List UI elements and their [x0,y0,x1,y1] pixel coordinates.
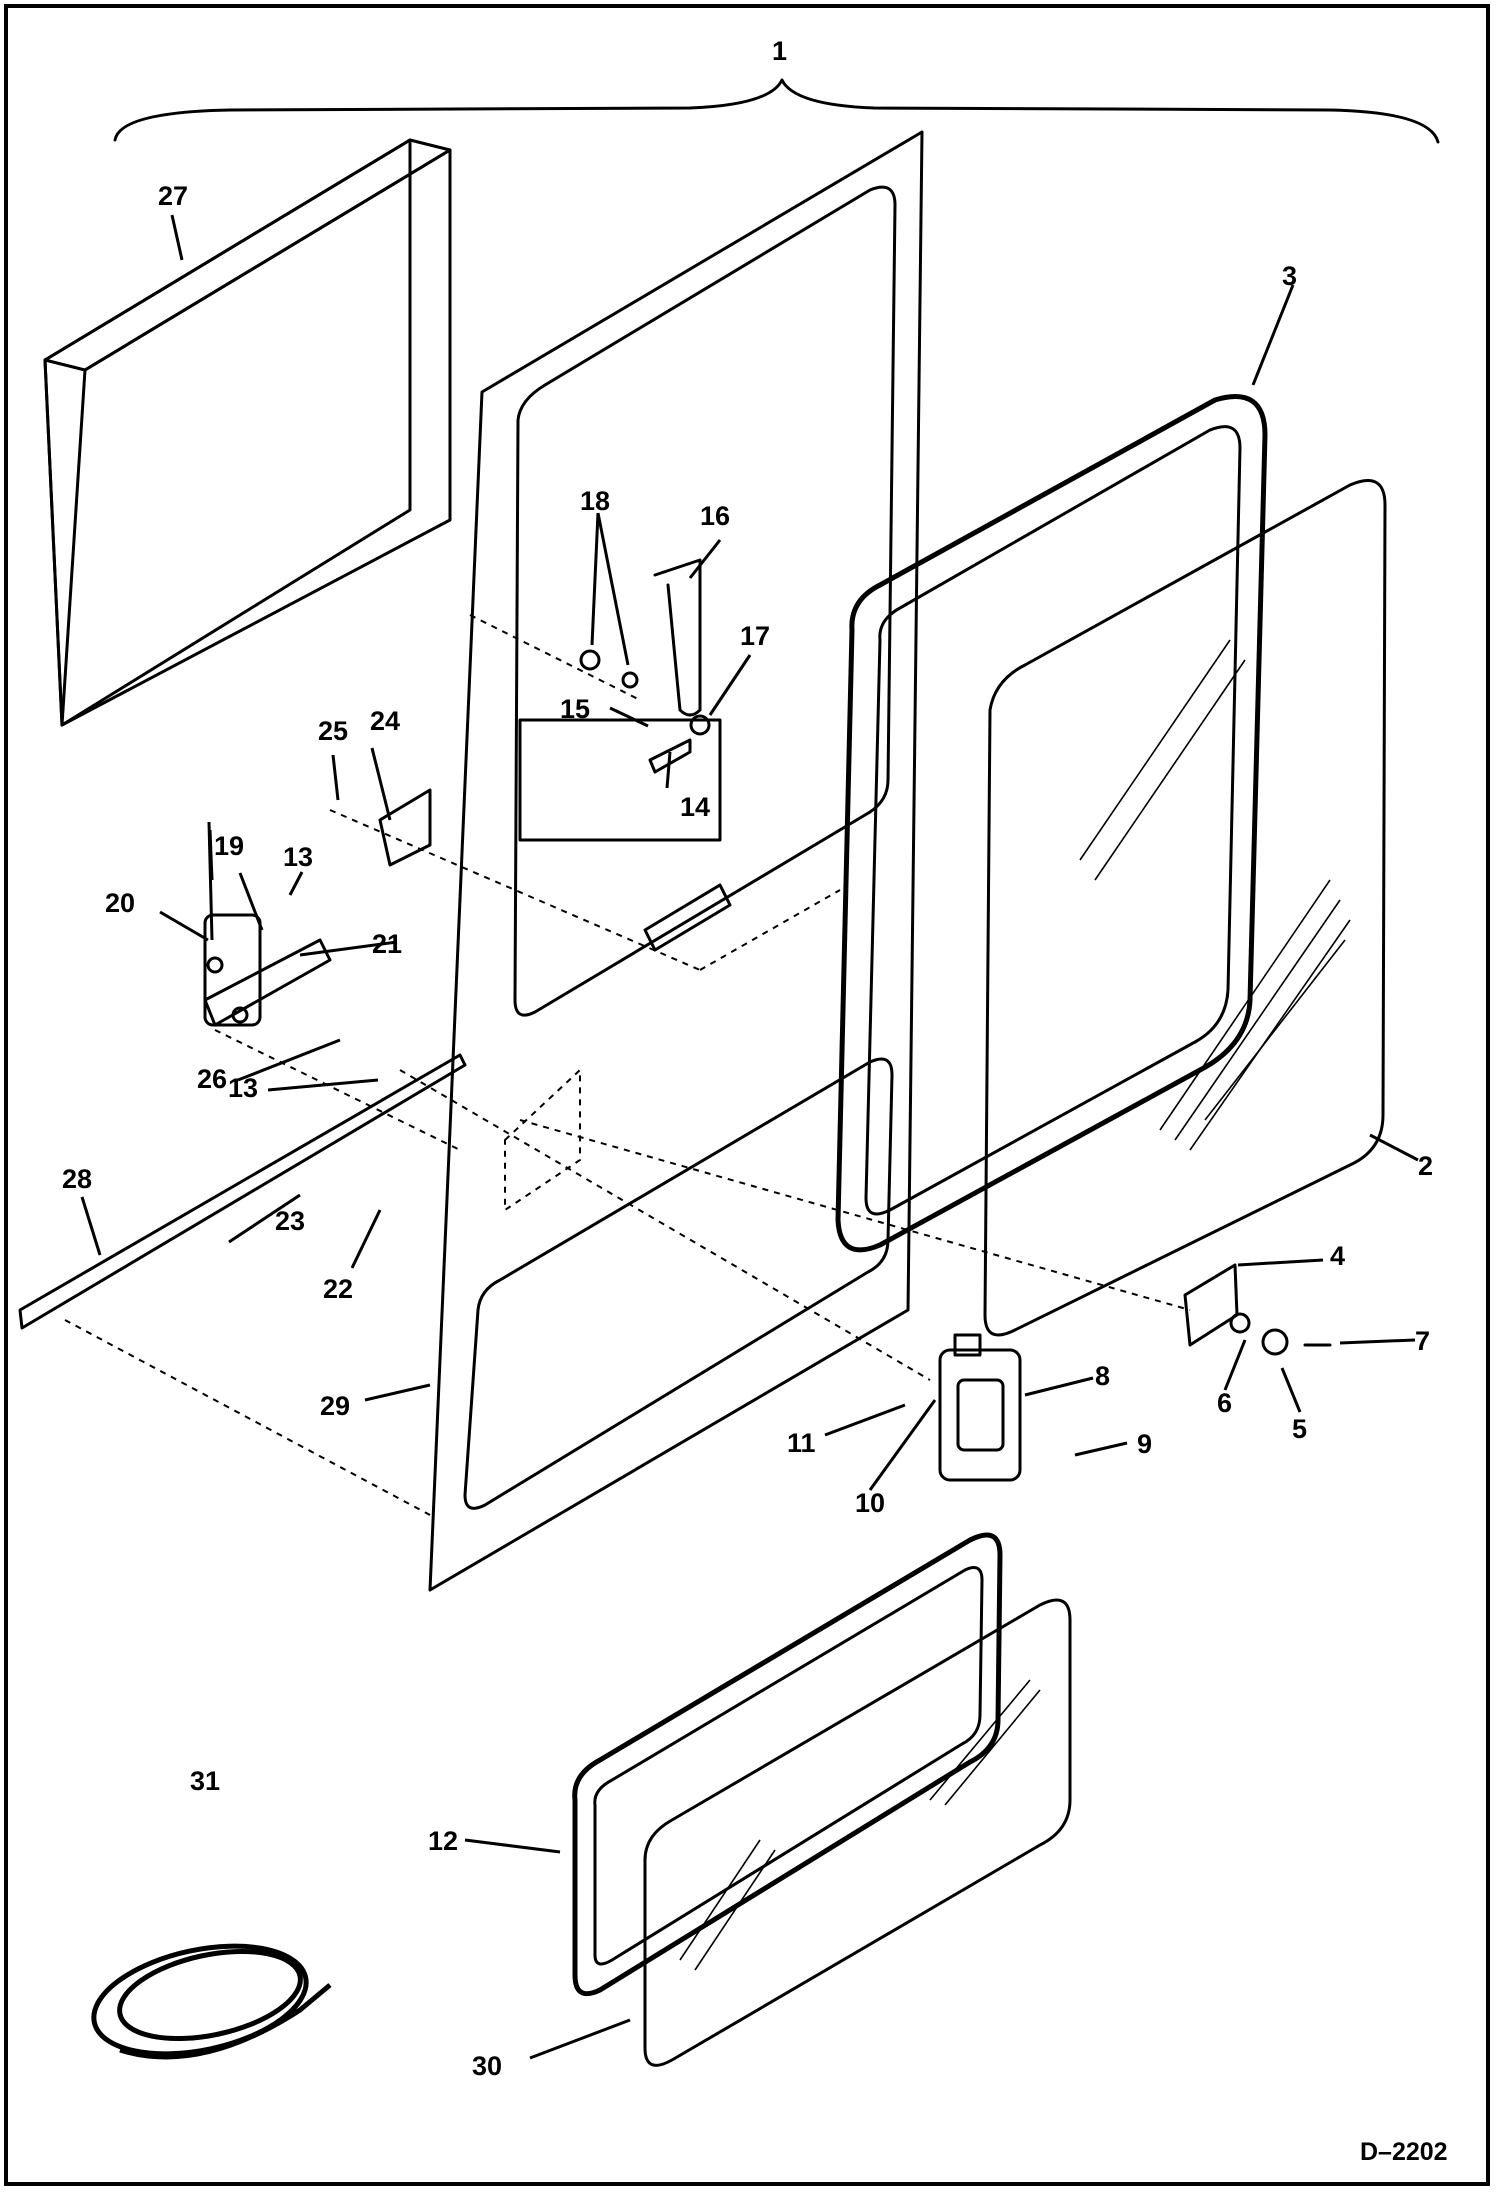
seal-12-inner [593,1566,984,1966]
callout-30: 30 [472,2051,502,2081]
callout-18: 18 [580,486,610,516]
callout-2: 2 [1418,1151,1433,1181]
callout-3: 3 [1282,261,1297,291]
callout-31: 31 [190,1766,220,1796]
callout-5: 5 [1292,1414,1307,1444]
callout-29: 29 [320,1391,350,1421]
seal-3-inner [864,425,1242,1216]
callout-13b: 13 [228,1073,258,1103]
callout-17: 17 [740,621,770,651]
callout-10: 10 [855,1488,885,1518]
callout-24: 24 [370,706,400,736]
callout-25: 25 [318,716,348,746]
callout-20: 20 [105,888,135,918]
callout-8: 8 [1095,1361,1110,1391]
callout-11: 11 [787,1428,816,1458]
callout-6: 6 [1217,1388,1232,1418]
callout-labels: 1 2 3 4 5 6 7 8 9 10 11 12 13 13 14 15 1… [62,36,1433,2081]
callout-26: 26 [197,1064,227,1094]
callout-21: 21 [372,929,402,959]
callout-14: 14 [680,792,710,822]
seal-coil-31 [91,1943,332,2060]
assembly-brace [113,78,1440,144]
leader-lines [80,214,1419,2060]
callout-1: 1 [772,36,787,66]
callout-16: 16 [700,501,730,531]
panel-27 [43,138,452,727]
figure-reference: D–2202 [1360,2138,1448,2166]
seal-3 [835,394,1268,1253]
striker-4 [1183,1263,1332,1356]
callout-12: 12 [428,1826,458,1856]
callout-9: 9 [1137,1429,1152,1459]
callout-4: 4 [1330,1241,1345,1271]
glass-2 [983,479,1387,1337]
callout-7: 7 [1415,1326,1430,1356]
strip-28 [18,1053,467,1330]
callout-28: 28 [62,1164,92,1194]
callout-13a: 13 [283,842,313,872]
diagram-frame [4,4,1490,2186]
seal-12 [572,1532,1003,1997]
callout-27: 27 [158,181,188,211]
latch-bracket-20 [203,913,332,1027]
lock-rod-16 [579,558,711,774]
glass-30 [643,1598,1072,2067]
bracket-24 [378,788,432,867]
alignment-lines [64,614,1191,1516]
callout-22: 22 [323,1274,353,1304]
handle-8 [938,1333,1022,1482]
callout-19: 19 [214,831,244,861]
callout-15: 15 [560,694,590,724]
callout-23: 23 [275,1206,305,1236]
